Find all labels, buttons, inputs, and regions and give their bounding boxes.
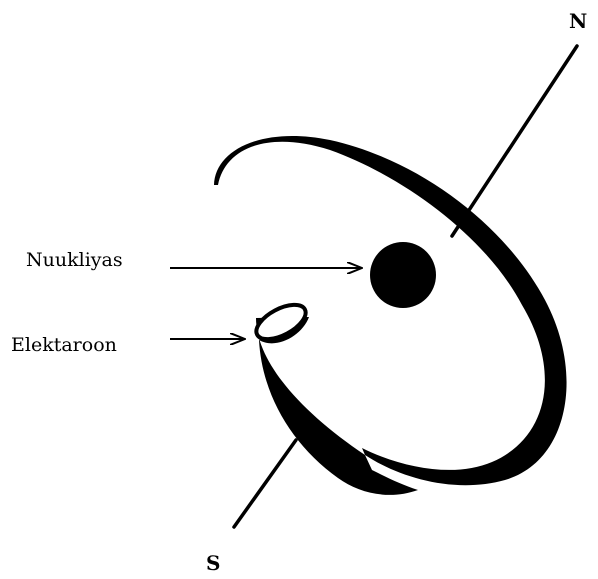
north-pole-label: N (569, 9, 587, 33)
electron-label: Elektaroon (11, 334, 117, 356)
north-axis-line (452, 46, 577, 236)
nucleus-dot (370, 242, 436, 308)
south-axis-line (234, 440, 296, 527)
south-pole-label: S (206, 551, 220, 575)
orbit-ring (214, 136, 567, 485)
nucleus-label: Nuukliyas (26, 249, 123, 271)
